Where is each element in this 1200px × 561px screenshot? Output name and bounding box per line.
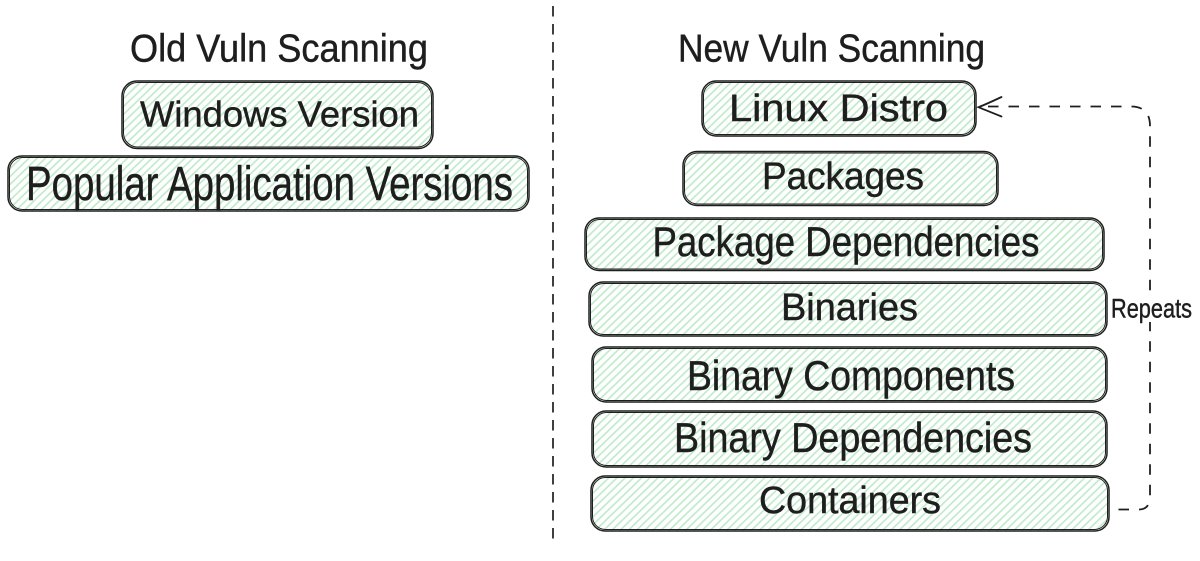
svg-text:Linux Distro: Linux Distro bbox=[729, 88, 948, 130]
svg-text:Repeats: Repeats bbox=[1111, 294, 1192, 324]
svg-text:New Vuln Scanning: New Vuln Scanning bbox=[678, 28, 985, 71]
svg-text:Popular Application Versions: Popular Application Versions bbox=[26, 158, 513, 211]
svg-text:Binaries: Binaries bbox=[781, 287, 918, 329]
svg-text:Binary Dependencies: Binary Dependencies bbox=[674, 414, 1032, 461]
svg-text:Binary Components: Binary Components bbox=[687, 352, 1015, 399]
svg-text:Containers: Containers bbox=[759, 480, 941, 522]
svg-text:Windows Version: Windows Version bbox=[140, 94, 419, 135]
svg-text:Old Vuln Scanning: Old Vuln Scanning bbox=[130, 28, 428, 71]
svg-text:Packages: Packages bbox=[762, 156, 924, 198]
svg-text:Package Dependencies: Package Dependencies bbox=[653, 218, 1040, 265]
